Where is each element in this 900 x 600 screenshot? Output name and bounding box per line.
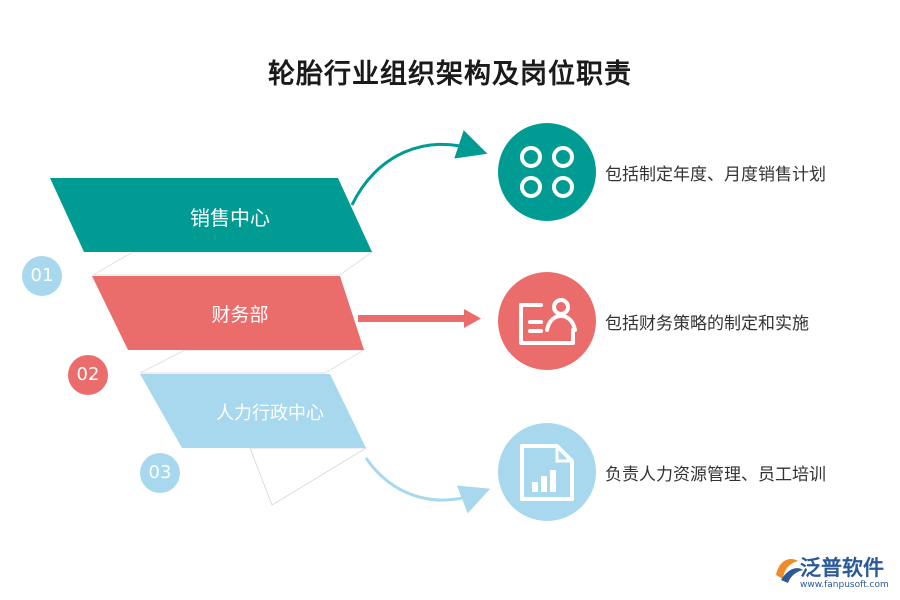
band-hr[interactable] — [140, 374, 366, 448]
description-sales: 包括制定年度、月度销售计划 — [605, 165, 826, 185]
id-card-person-icon — [519, 298, 577, 345]
ribbon-fold-1 — [91, 251, 374, 276]
brand-logo-text: 泛普软件 — [800, 556, 884, 580]
page-title: 轮胎行业组织架构及岗位职责 — [268, 59, 632, 90]
document-bar-chart-icon — [520, 444, 574, 501]
connector-arrow-2 — [358, 309, 481, 328]
step-number-02: 02 — [68, 355, 108, 395]
band-sales[interactable] — [50, 178, 372, 252]
band-label-finance: 财务部 — [211, 304, 269, 326]
icon-circle-2 — [498, 272, 596, 370]
ribbon-fold-3 — [249, 447, 368, 506]
band-finance[interactable] — [92, 276, 364, 350]
description-finance: 包括财务策略的制定和实施 — [605, 314, 809, 334]
ribbon-fold-2 — [139, 349, 366, 374]
fanpu-logo-mark-icon — [776, 558, 803, 583]
connector-arrow-3 — [364, 457, 491, 514]
step-number-03: 03 — [140, 453, 180, 493]
four-circles-icon — [520, 146, 574, 198]
band-label-hr: 人力行政中心 — [216, 403, 324, 424]
connector-arrow-1 — [350, 130, 488, 206]
icon-circle-1 — [498, 123, 596, 221]
band-label-sales: 销售中心 — [190, 206, 270, 230]
step-number-01: 01 — [22, 256, 62, 296]
icon-circle-3 — [498, 423, 596, 521]
brand-logo: 泛普软件 www.fanpusoft.com — [770, 552, 895, 596]
description-hr: 负责人力资源管理、员工培训 — [605, 465, 826, 485]
brand-logo-url: www.fanpusoft.com — [800, 580, 889, 590]
